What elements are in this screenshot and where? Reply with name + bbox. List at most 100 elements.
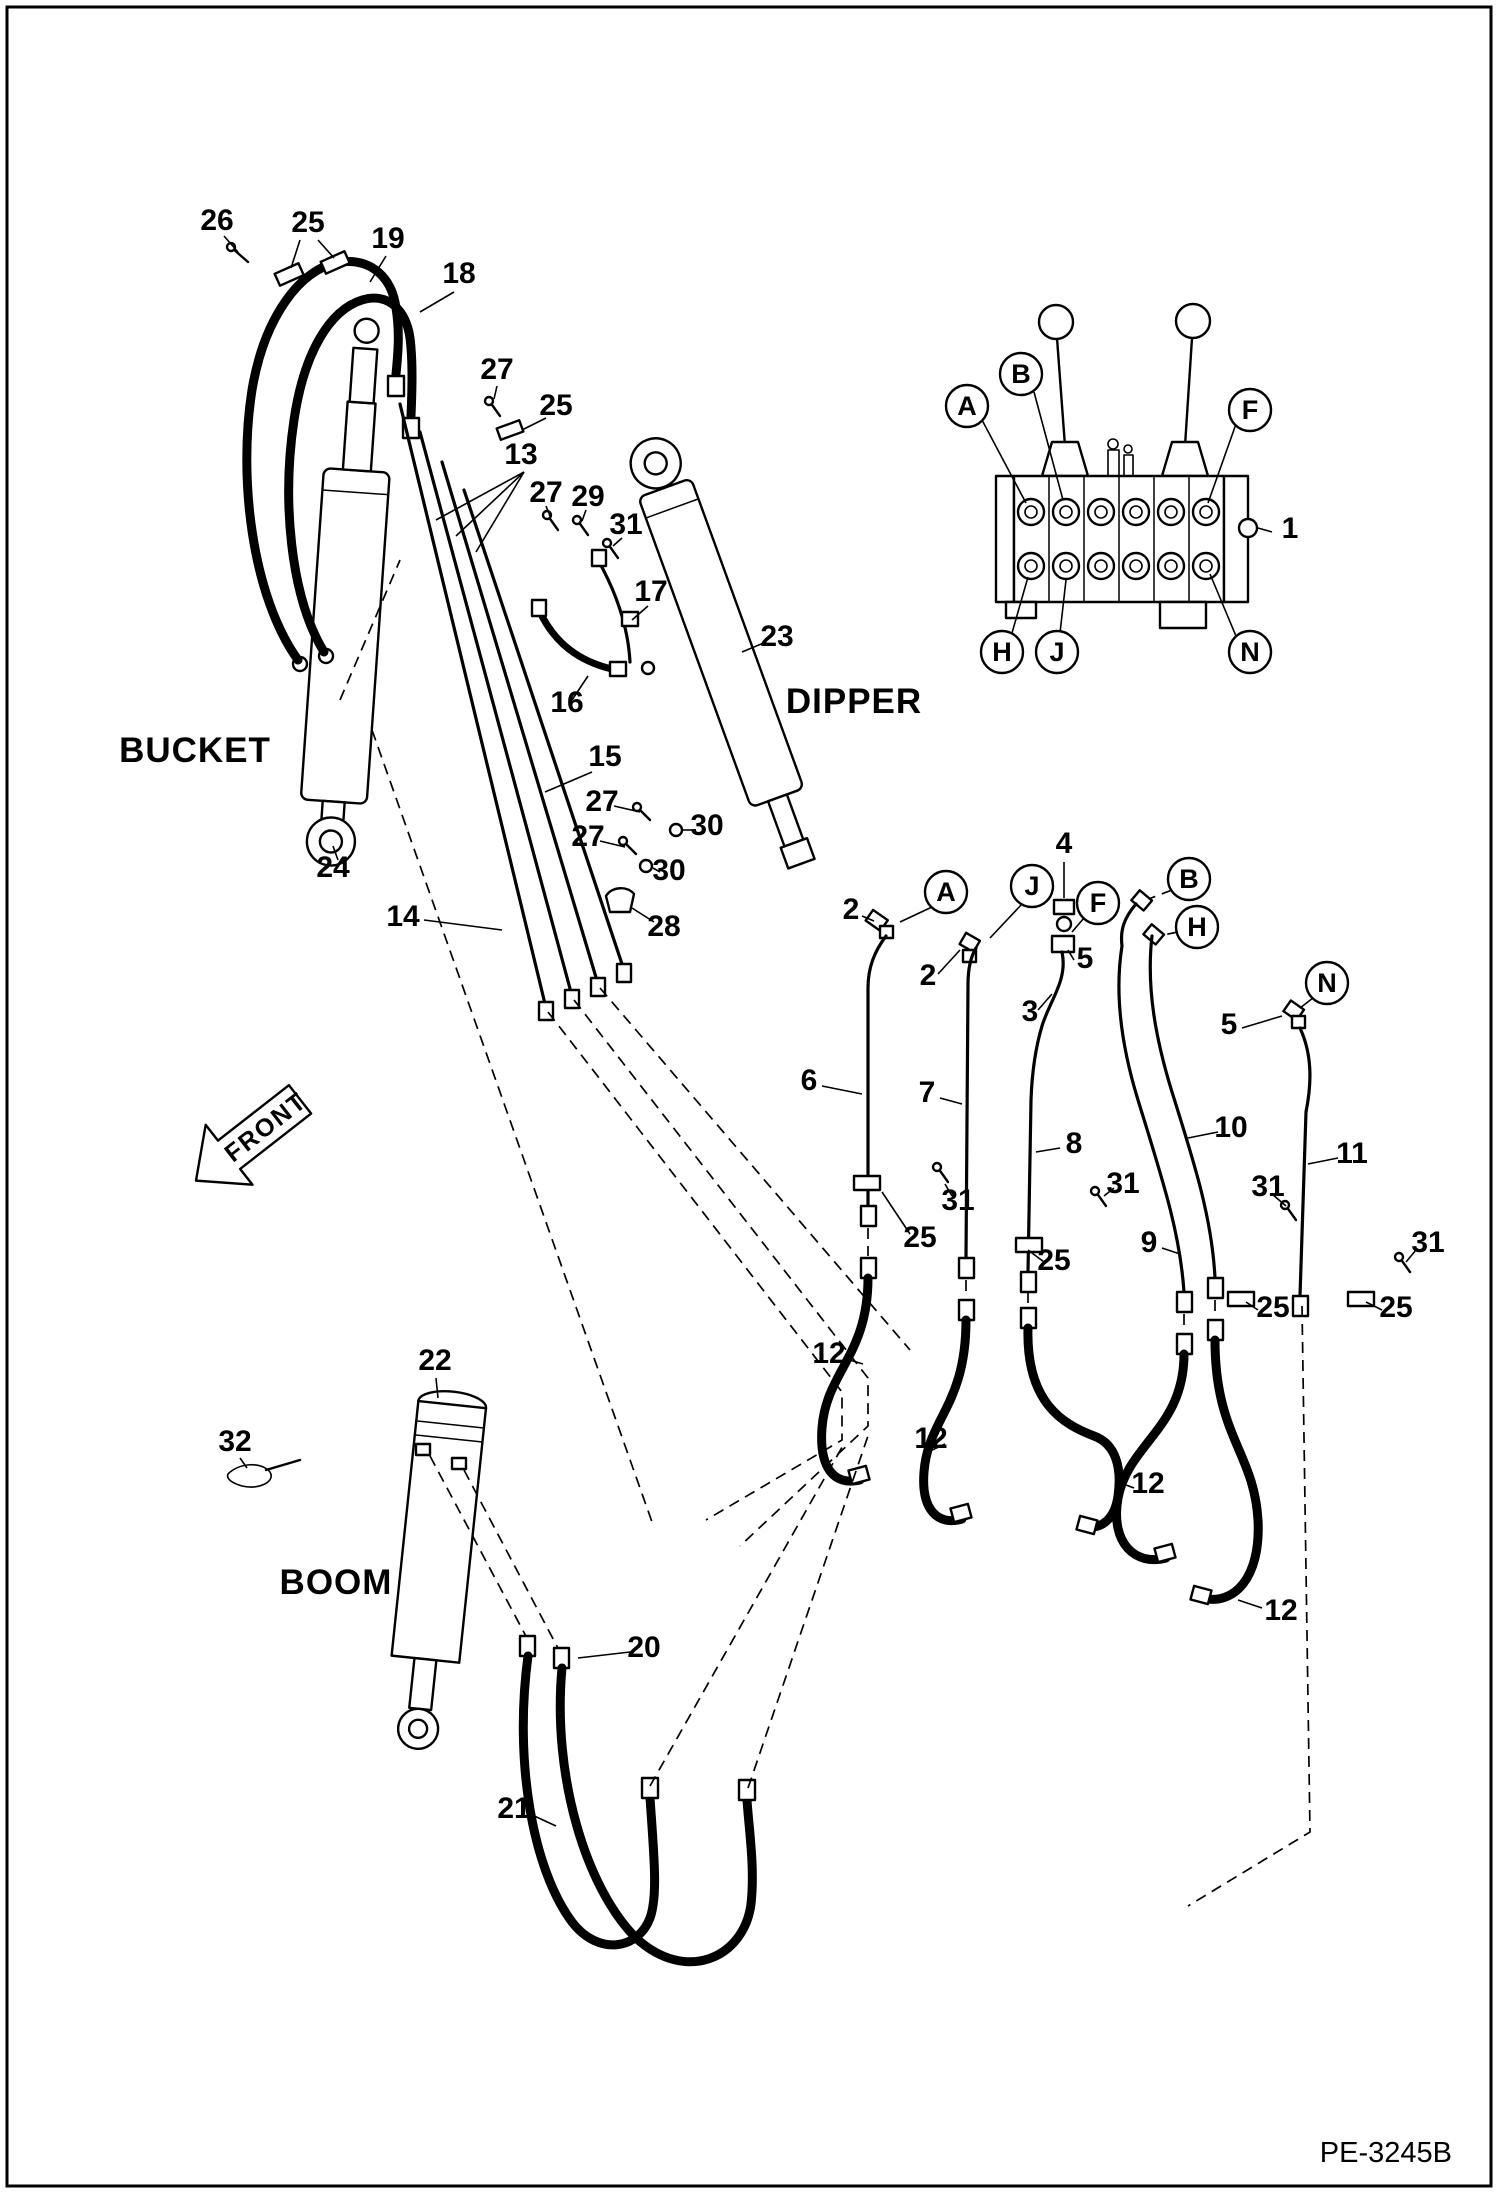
callout-22: 22 [418, 1344, 451, 1377]
boom-cylinder-group: 22 32 BOOM 20 21 [218, 1344, 757, 1967]
callout-30-b: 30 [652, 854, 685, 887]
label-dipper: DIPPER [786, 682, 922, 721]
callout-31-e: 31 [1411, 1226, 1444, 1259]
cable-tie-32 [226, 1463, 272, 1488]
callout-31-c: 31 [1106, 1167, 1139, 1200]
front-arrow: FRONT [194, 1083, 313, 1186]
bolt-27-d [617, 835, 629, 847]
port-circle-h-valve [979, 629, 1025, 675]
hose-clamp-25-right [319, 250, 351, 275]
nut-30-b [638, 858, 654, 874]
valve-tube-assemblies: A 2 6 31 25 12 J 2 [801, 827, 1445, 1627]
callout-29: 29 [571, 480, 604, 513]
port-letter-h-valve: H [992, 637, 1012, 667]
callout-21: 21 [497, 1792, 530, 1825]
callout-25-top: 25 [291, 206, 324, 239]
callout-10: 10 [1214, 1111, 1247, 1144]
callout-23: 23 [760, 620, 793, 653]
port-circle-n-valve [1227, 629, 1273, 675]
tube-11 [1298, 1026, 1312, 1298]
page-border [5, 5, 1493, 2188]
port-letter-b-valve: B [1011, 359, 1031, 389]
bolt-5-a [1055, 915, 1073, 933]
bolt-27-top [483, 395, 495, 407]
port-letter-h-mid: H [1187, 912, 1207, 942]
port-circle-f-mid [1075, 880, 1121, 926]
hose-12-c [1023, 1323, 1124, 1532]
port-letter-a-valve: A [957, 391, 977, 421]
tube-14 [398, 402, 548, 1010]
callout-16: 16 [550, 686, 583, 719]
tube-13a [440, 460, 600, 986]
callout-26: 26 [200, 204, 233, 237]
port-circle-j-valve [1034, 629, 1080, 675]
clamp-25-c [852, 1174, 882, 1192]
bolt-31-b [931, 1161, 943, 1173]
port-letter-n-valve: N [1240, 637, 1260, 667]
port-letter-f-valve: F [1242, 395, 1259, 425]
port-circle-j-mid [1009, 863, 1055, 909]
callout-8: 8 [1066, 1127, 1083, 1160]
clamp-25-d [1014, 1236, 1044, 1254]
callout-31-b: 31 [941, 1184, 974, 1217]
hose-12-d [1112, 1349, 1189, 1564]
callout-30-a: 30 [690, 809, 723, 842]
callout-17: 17 [634, 575, 667, 608]
port-circle-h-mid [1174, 904, 1220, 950]
hose-12-a [817, 1273, 873, 1486]
tube-13b [462, 488, 626, 972]
tube-7 [964, 946, 978, 1260]
port-letter-b-mid: B [1179, 864, 1199, 894]
port-circle-b-valve [998, 351, 1044, 397]
callout-15: 15 [588, 740, 621, 773]
front-arrow-shape [194, 1083, 313, 1186]
callout-6: 6 [801, 1064, 818, 1097]
callout-2-b: 2 [920, 959, 937, 992]
callout-3: 3 [1022, 995, 1039, 1028]
callout-27-c: 27 [585, 785, 618, 818]
hose-21 [518, 1651, 660, 1950]
callout-2-a: 2 [843, 893, 860, 926]
callout-25-f: 25 [1379, 1291, 1412, 1324]
callout-13: 13 [504, 438, 537, 471]
bolt-31-c [1089, 1185, 1101, 1197]
callout-27-d: 27 [571, 820, 604, 853]
bolt-31-a [601, 537, 613, 549]
hose-18 [284, 293, 417, 657]
port-circle-f-valve [1227, 387, 1273, 433]
callout-12-c: 12 [1131, 1467, 1164, 1500]
port-circle-a-mid [923, 869, 969, 915]
boom-tubes-group: 13 27 29 31 17 16 15 27 30 27 30 28 14 [386, 402, 724, 1022]
bucket-cylinder-group: 26 25 19 18 27 25 24 BUCKET [119, 204, 573, 884]
callout-7: 7 [919, 1076, 936, 1109]
callout-25-b: 25 [539, 389, 572, 422]
label-boom: BOOM [280, 1563, 393, 1602]
callout-14: 14 [386, 900, 420, 933]
callout-5-b: 5 [1221, 1008, 1238, 1041]
callout-25-e: 25 [1256, 1291, 1289, 1324]
tube-17 [596, 558, 632, 664]
callout-27-a: 27 [480, 353, 513, 386]
callout-31-d: 31 [1251, 1170, 1284, 1203]
port-letter-n-mid: N [1317, 968, 1337, 998]
callout-32: 32 [218, 1425, 251, 1458]
callout-31-a: 31 [609, 508, 642, 541]
nut-30-a [668, 822, 684, 838]
hose-12-b [919, 1315, 971, 1525]
port-circle-a-valve [944, 383, 990, 429]
routing-dashed-lines [339, 559, 1311, 1907]
port-letter-a-mid: A [936, 877, 956, 907]
callout-4: 4 [1056, 827, 1073, 860]
tube-6 [866, 934, 888, 1208]
tube-9 [1117, 902, 1186, 1294]
dipper-cylinder-group: 23 DIPPER [629, 437, 922, 870]
callout-25-d: 25 [1037, 1244, 1070, 1277]
callout-1: 1 [1282, 512, 1299, 545]
callout-24: 24 [316, 851, 350, 884]
tube-15 [418, 430, 574, 998]
port-letter-f-mid: F [1090, 888, 1107, 918]
hose-20 [555, 1663, 757, 1967]
callout-9: 9 [1141, 1226, 1158, 1259]
port-circle-n-mid [1304, 960, 1350, 1006]
